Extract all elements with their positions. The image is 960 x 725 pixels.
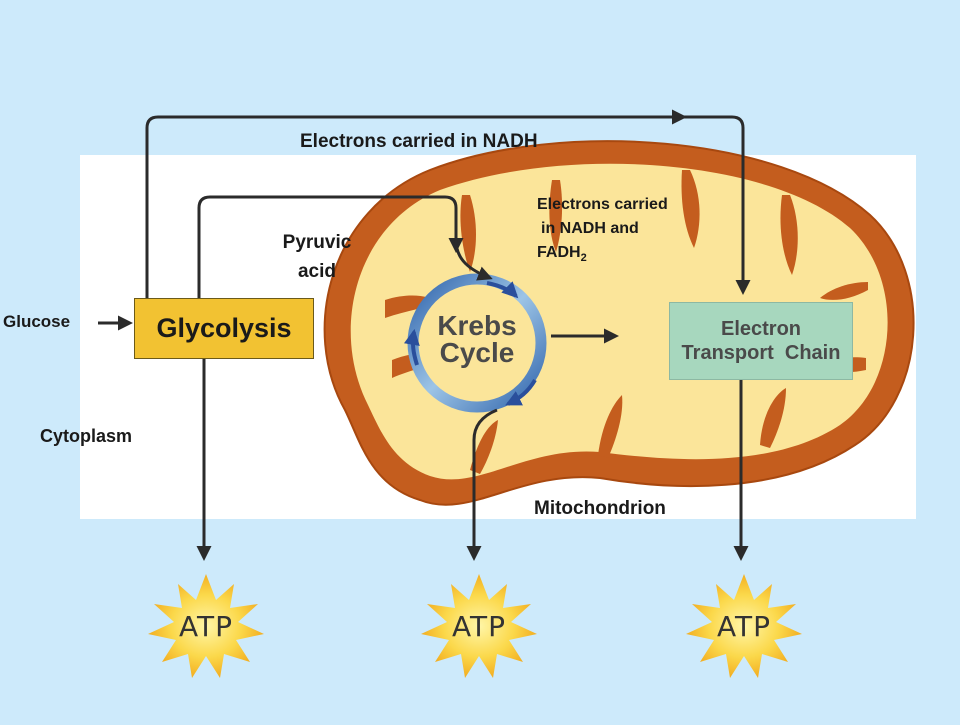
pyruvic-acid-label: Pyruvic acid [262,228,372,286]
krebs-line1: Krebs [437,310,517,341]
arrow-pyruvate-curve [454,239,493,281]
krebs-cycle-label: Krebs Cycle [417,310,537,368]
arrow-pyruvate [197,195,464,298]
electron-transport-chain-box: Electron Transport Chain [669,302,853,380]
arrow-nadh-top [145,115,751,298]
glycolysis-box: Glycolysis [134,298,314,359]
atp-label-3: ATP [717,610,771,643]
krebs-line2: Cycle [439,337,515,368]
mitochondrion-shape [323,140,915,506]
atp-label-2: ATP [452,610,506,643]
cytoplasm-label: Cytoplasm [40,426,133,446]
mitochondrion-label: Mitochondrion [534,498,666,519]
electrons-nadh-fadh-line1: Electrons carried [537,196,668,213]
electrons-nadh-fadh-line3: FADH2 [537,241,668,270]
flow-arrows [98,109,751,561]
glucose-label: Glucose [3,312,71,331]
etc-line1: Electron [720,318,802,340]
pyruvic-line1: Pyruvic [282,232,352,253]
atp-star-2: ATP [421,574,537,678]
electrons-nadh-fadh-line2: in NADH and [541,220,639,237]
glycolysis-label: Glycolysis [156,313,292,343]
etc-line2: Transport Chain [681,342,841,364]
pyruvic-line2: acid [297,261,337,282]
atp-star-1: ATP [148,574,264,678]
fadh-subscript: 2 [580,252,587,265]
atp-star-3: ATP [686,574,802,678]
atp-label-1: ATP [179,610,233,643]
fadh-text: FADH [537,244,581,261]
arrow-krebs-atp [466,408,498,561]
electrons-nadh-label: Electrons carried in NADH [300,131,538,152]
electrons-nadh-fadh-label: Electrons carried in NADH and FADH2 [537,193,668,270]
